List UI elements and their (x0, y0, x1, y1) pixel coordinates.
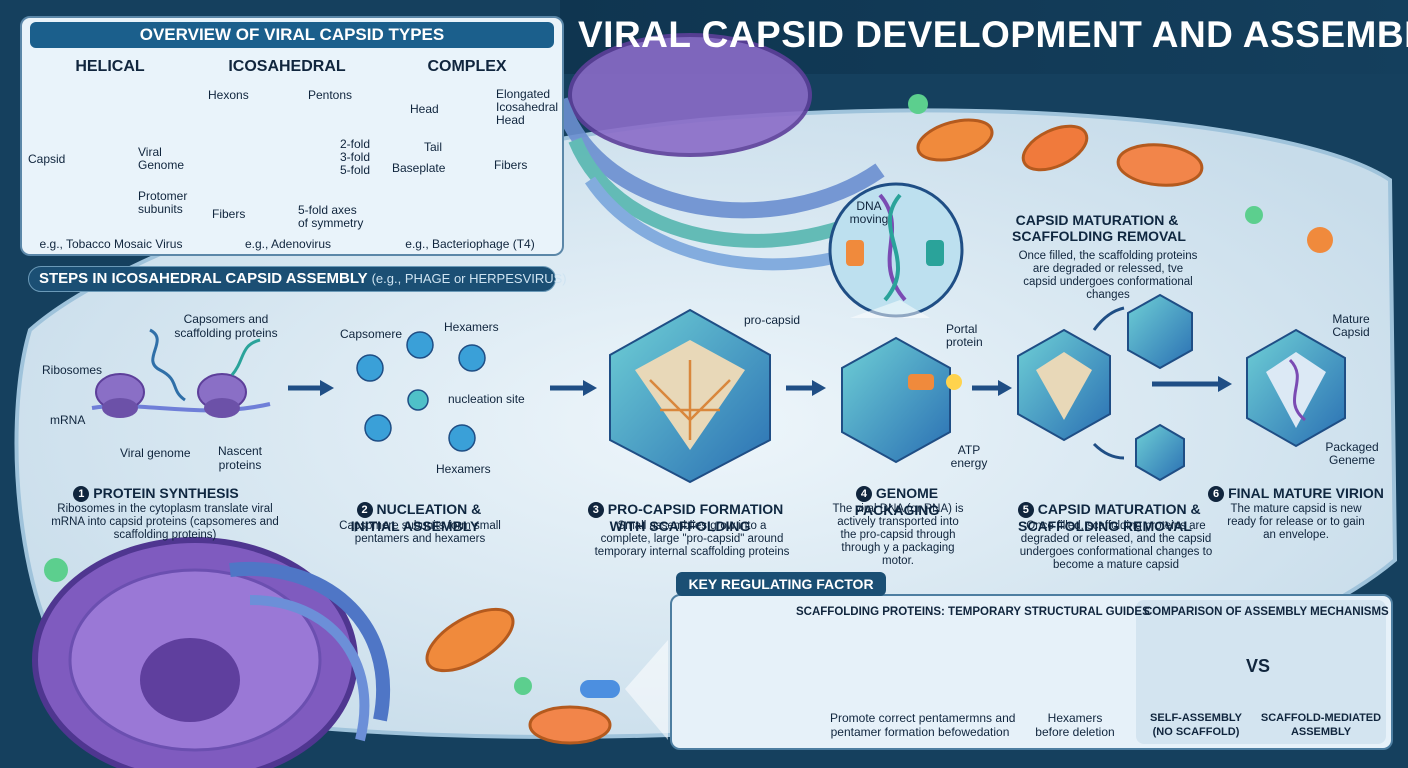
nucleus-bottom-left (32, 537, 391, 768)
step2-description: Capsomere subunits form small pentamers … (339, 520, 501, 545)
complex-baseplate-label: Baseplate (392, 161, 446, 175)
step3-description: Small assemblies grow into a complete, l… (594, 520, 790, 558)
procapsid-drawing (609, 308, 771, 484)
dna-moving-label: DNA moving (849, 199, 889, 226)
self-assembly-label: SELF-ASSEMBLY (NO SCAFFOLD) (1150, 712, 1242, 738)
mature-capsid-label: Mature Capsid (1332, 312, 1370, 339)
complex-heading: COMPLEX (427, 58, 507, 75)
helical-heading: HELICAL (75, 58, 145, 75)
fold-axes-label: 2-fold 3-fold 5-fold (340, 137, 371, 177)
hexamers-top-label: Hexamers (444, 320, 499, 334)
symmetry-axes-label: 5-fold axes of symmetry (298, 203, 364, 230)
page-title: VIRAL CAPSID DEVELOPMENT AND ASSEMBLY (578, 14, 1408, 55)
pentons-label: Pentons (308, 88, 353, 102)
step1-number: 1 (73, 486, 90, 502)
step5-description: Once filled, scaffolding proteins are de… (1019, 520, 1213, 571)
helical-genome-label: Viral Genome (138, 145, 185, 172)
step1-drawing (91, 328, 271, 418)
step1-title-text: PROTEIN SYNTHESIS (93, 485, 239, 501)
comparison-box (1136, 600, 1386, 744)
overview-panel (20, 16, 564, 256)
step6-description: The mature capsid is new ready for relea… (1227, 503, 1365, 541)
complex-head-label: Head (410, 102, 439, 116)
step6-title-text: FINAL MATURE VIRION (1228, 485, 1384, 501)
steps-heading-sub: (e.g., PHAGE or HERPESVIRUS) (371, 271, 567, 286)
step2-title-text: NUCLEATION & INITIAL ASSEMBLY (350, 501, 482, 534)
ribosomes-label: Ribosomes (42, 363, 103, 377)
complex-fibers-label: Fibers (494, 158, 528, 172)
helical-protomer-label: Protomer subunits (138, 189, 188, 216)
step3-title-text: PRO-CAPSID FORMATION WITH SCAFFOLDING (607, 501, 784, 534)
mature-capsid-drawing (1246, 328, 1346, 448)
vs-label: VS (1246, 656, 1271, 676)
ico-fibers-label: Fibers (212, 207, 246, 221)
hexons-label: Hexons (208, 88, 249, 102)
comparison-heading: COMPARISON OF ASSEMBLY MECHANISMS (1144, 606, 1389, 618)
complex-tail-label: Tail (424, 140, 443, 154)
step2-drawing (356, 331, 486, 452)
viral-genome-label: Viral genome (120, 446, 191, 460)
step2-number: 2 (356, 502, 373, 518)
hexamers-bottom-label: Hexamers (436, 462, 491, 476)
helical-example: e.g., Tobacco Mosaic Virus (39, 237, 183, 251)
step5-upper-title: CAPSID MATURATION & SCAFFOLDING REMOVAL (1012, 212, 1186, 244)
procapsid-label: pro-capsid (744, 313, 801, 327)
step5-upper-description: Once filled, the scaffolding proteins ar… (1018, 250, 1198, 301)
steps-heading-main: STEPS IN ICOSAHEDRAL CAPSID ASSEMBLY (39, 270, 368, 287)
nascent-proteins-label: Nascent proteins (217, 444, 263, 472)
packaged-genome-label: Packaged Geneme (1325, 440, 1379, 467)
step4-description: The viral DNA (or RNA) is actively trans… (832, 503, 964, 567)
atp-energy-label: ATP energy (950, 443, 988, 470)
helical-capsid-label: Capsid (28, 152, 66, 166)
promote-label: Promote correct pentamermns and pentamer… (830, 711, 1016, 739)
capsomere-label: Capsomere (340, 327, 403, 341)
step1-description: Ribosomes in the cytoplasm translate vir… (51, 503, 279, 541)
icosahedral-example: e.g., Adenovirus (244, 237, 332, 251)
mrna-label: mRNA (50, 413, 86, 427)
portal-protein-label: Portal protein (946, 322, 983, 349)
steps-heading: STEPS IN ICOSAHEDRAL CAPSID ASSEMBLY (e.… (28, 266, 567, 292)
step4-title-text: GENOME PACKAGING (854, 485, 940, 518)
step5-number: 5 (1017, 502, 1034, 518)
step3-number: 3 (587, 502, 604, 518)
hexamers-before-label: Hexamers before deletion (1035, 711, 1115, 739)
step5-title-text: CAPSID MATURATION & SCAFFOLDING REMOVAL (1018, 501, 1201, 534)
icosahedral-heading: ICOSAHEDRAL (228, 58, 346, 75)
scaffold-mediated-label: SCAFFOLD-MEDIATED ASSEMBLY (1260, 712, 1382, 738)
maturation-drawing (1017, 293, 1193, 482)
key-factor-heading: KEY REGULATING FACTOR (676, 572, 886, 596)
complex-elongated-label: Elongated Icosahedral Head (496, 87, 559, 127)
overview-heading: OVERVIEW OF VIRAL CAPSID TYPES (30, 22, 554, 48)
nucleation-site-label: nucleation site (448, 392, 525, 406)
capsomers-scaffold-label: Capsomers and scaffolding proteins (174, 312, 278, 340)
genome-packaging-drawing (828, 182, 964, 464)
scaffolding-heading: SCAFFOLDING PROTEINS: TEMPORARY STRUCTUR… (796, 606, 1150, 618)
step4-number: 4 (855, 486, 872, 502)
step6-number: 6 (1208, 486, 1225, 502)
complex-example: e.g., Bacteriophage (T4) (405, 237, 535, 251)
